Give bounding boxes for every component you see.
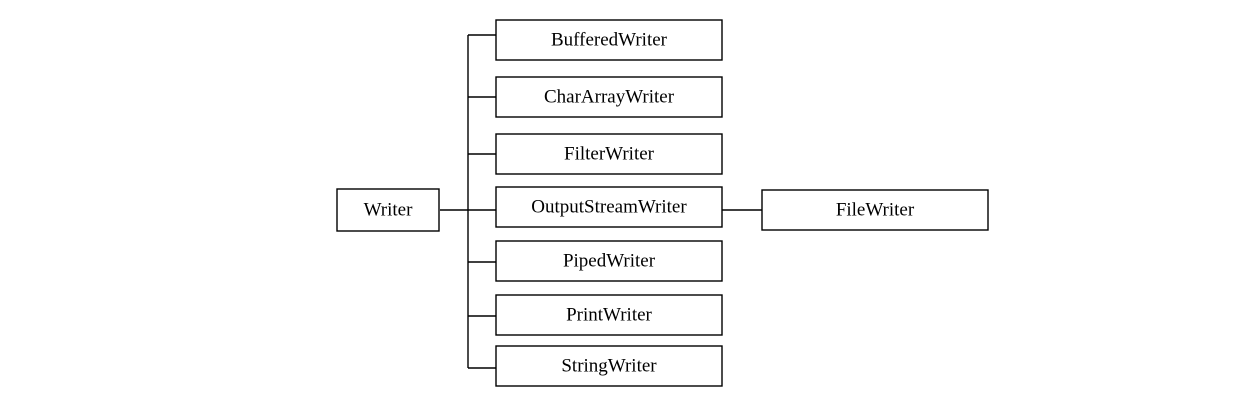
node-string-writer-label: StringWriter xyxy=(561,356,657,377)
node-print-writer: PrintWriter xyxy=(495,294,723,336)
connectors xyxy=(440,34,762,369)
node-filter-writer: FilterWriter xyxy=(495,133,723,175)
node-piped-writer-label: PipedWriter xyxy=(563,251,656,272)
node-buffered-writer-label: BufferedWriter xyxy=(551,30,668,51)
node-file-writer: FileWriter xyxy=(761,189,989,231)
node-filter-writer-label: FilterWriter xyxy=(564,144,655,165)
node-print-writer-label: PrintWriter xyxy=(566,305,652,326)
node-writer: Writer xyxy=(336,188,440,232)
node-writer-label: Writer xyxy=(364,200,413,221)
node-char-array-writer: CharArrayWriter xyxy=(495,76,723,118)
node-string-writer: StringWriter xyxy=(495,345,723,387)
node-file-writer-label: FileWriter xyxy=(836,200,915,221)
node-piped-writer: PipedWriter xyxy=(495,240,723,282)
node-output-stream-writer-label: OutputStreamWriter xyxy=(531,197,687,218)
node-buffered-writer: BufferedWriter xyxy=(495,19,723,61)
node-char-array-writer-label: CharArrayWriter xyxy=(544,87,675,108)
node-output-stream-writer: OutputStreamWriter xyxy=(495,186,723,228)
